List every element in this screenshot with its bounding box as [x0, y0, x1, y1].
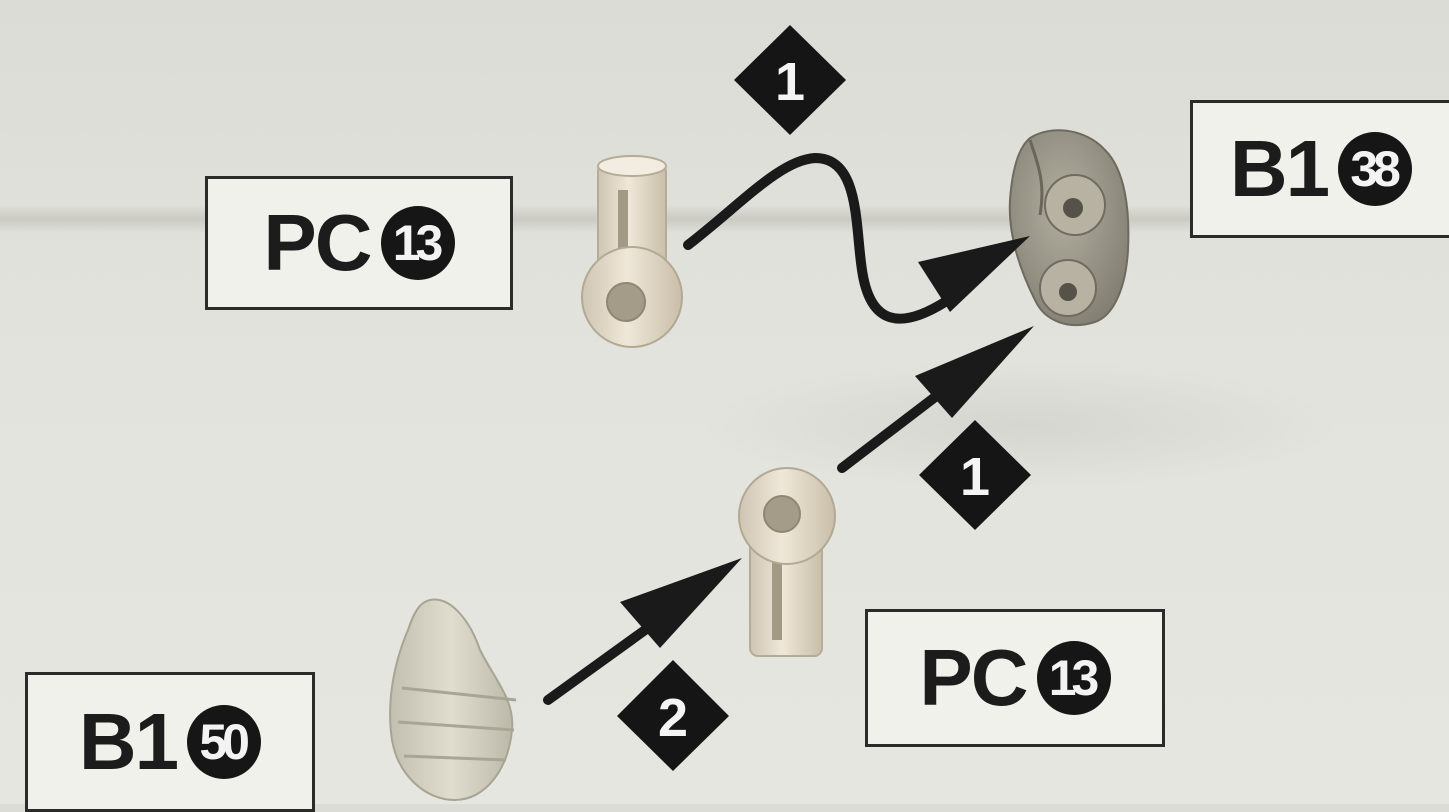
label-pc-13-bottom: PC 13: [865, 609, 1165, 747]
label-prefix: PC: [263, 198, 372, 287]
step-diamond-bottom: 2: [617, 660, 729, 771]
arrow-b1-to-pc-bottom: [543, 558, 742, 705]
b1-part-38: [1008, 129, 1130, 326]
arrow-pc-bottom-to-b1: [837, 326, 1034, 473]
part-number-badge: 13: [1036, 641, 1111, 715]
part-number-badge: 50: [187, 705, 262, 779]
step-diamond-middle: 1: [919, 420, 1031, 530]
part-number-badge: 38: [1338, 132, 1413, 206]
step-diamond-top: 1: [734, 25, 846, 135]
step-number: 1: [960, 447, 990, 507]
label-prefix: B1: [78, 697, 179, 786]
pc-part-top: [581, 155, 683, 348]
step-number: 1: [775, 52, 805, 112]
step-number: 2: [658, 688, 688, 748]
b1-part-50: [389, 598, 517, 802]
label-prefix: PC: [919, 633, 1028, 722]
label-pc-13-top: PC 13: [205, 176, 513, 310]
part-number-badge: 13: [380, 206, 455, 280]
label-b1-38: B1 38: [1190, 100, 1449, 238]
label-prefix: B1: [1229, 124, 1330, 213]
arrow-curved-pc-to-b1: [683, 152, 1030, 324]
pc-part-bottom: [738, 467, 836, 657]
